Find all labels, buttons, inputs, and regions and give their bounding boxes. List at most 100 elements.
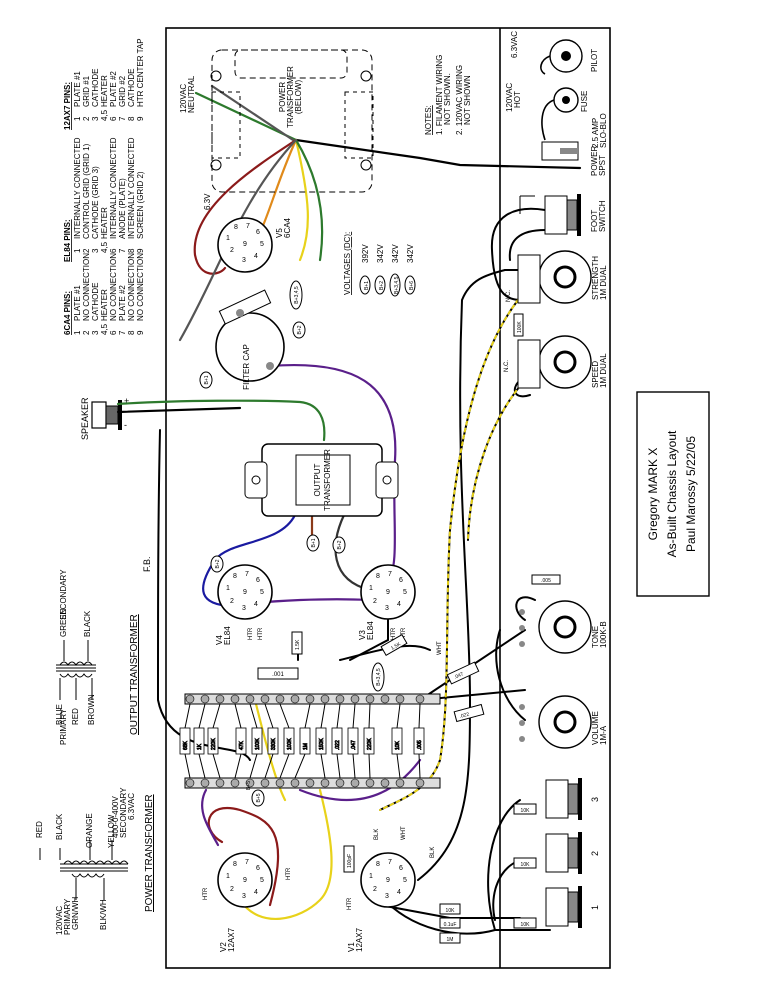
pin-name: HEATER [100, 289, 109, 321]
blk-label: BLK [374, 829, 380, 840]
v5-type: 6CA4 [283, 217, 292, 238]
chassis-outline [165, 27, 611, 969]
resistor-value: 220K [211, 738, 217, 750]
pin-label: 8 [376, 573, 380, 580]
pin-number: 7 [118, 248, 127, 253]
pin-name: HEATER [100, 207, 109, 239]
foot-switch-label-2: SWITCH [598, 200, 607, 232]
voltage-node: B+3,4,5 [394, 276, 400, 294]
title-line-1: Gregory MARK X [646, 448, 660, 541]
pin-label: 3 [385, 893, 389, 900]
blk-label: BLK [430, 847, 436, 858]
node-b2-v4: B+2 [215, 559, 221, 568]
pin-number: 4,5 [100, 323, 109, 335]
ptx-box-label-1: POWER [278, 82, 287, 112]
power-transformer-title: POWER TRANSFORMER [144, 794, 155, 912]
v2-name: V2 [219, 942, 228, 952]
fuse-rating-2: SLO-BLO [599, 113, 608, 148]
voltage-value: 342V [376, 244, 385, 263]
note-2b: NOT SHOWN [463, 75, 472, 125]
v4-name: V4 [215, 635, 224, 645]
resistor-value: 10K [446, 908, 456, 914]
wire-v2-purple [201, 788, 220, 847]
fuse-holder: FUSE 2.5 AMP SLO-BLO 120VAC HOT [505, 83, 608, 148]
pin-number: 8 [127, 248, 136, 253]
voltage-value: 342V [391, 244, 400, 263]
input-components: 10K 0.1uF 1M 10K [439, 903, 537, 944]
otx-black-lead: BLACK [83, 610, 92, 637]
wire-speaker-green [116, 399, 326, 442]
pin-label: 2 [230, 598, 234, 605]
note-1a: 1. FILAMENT WIRING [435, 55, 444, 135]
resistor-value: 220K [367, 738, 373, 750]
pin-label: 9 [243, 241, 247, 248]
pin-name: PLATE #1 [73, 71, 82, 107]
pin-label: 4 [254, 601, 258, 608]
capacitor-value: .005 [417, 740, 423, 750]
pin-name: NO CONNECTION [136, 253, 145, 321]
resistor-value: 100K [287, 738, 293, 750]
pin-name: CATHODE [127, 68, 136, 107]
node-b2-top: B+2 [297, 325, 303, 334]
pin-number: 6 [109, 248, 118, 253]
title-line-2: As-Built Chassis Layout [665, 430, 679, 557]
pin-name: PLATE #1 [73, 285, 82, 321]
voltage-table: VOLTAGES (DC): B+1 392V B+2 342V B+3,4,5… [343, 232, 416, 297]
pin-label: 1 [226, 873, 230, 880]
pin-label: 7 [245, 859, 249, 866]
htr-label: HTR [391, 627, 397, 640]
pilot-label: PILOT [590, 49, 599, 72]
speaker-jack: SPEAKER + - [80, 396, 129, 440]
otx-green-lead: GREEN [59, 608, 68, 637]
capacitor-value: .005 [541, 578, 551, 584]
fuse-rating-1: 2.5 AMP [591, 118, 600, 148]
resistor-value: 10K [521, 922, 531, 928]
resistor-value: 1.5K [295, 639, 301, 650]
resistor-value: 100K [517, 321, 523, 333]
wire-otx-black [334, 513, 372, 592]
wire-speaker-black [116, 406, 242, 414]
v4-type: EL84 [223, 626, 232, 645]
node-b1-top: B+1 [204, 375, 210, 384]
node-b345: B+3,4,5 [294, 286, 300, 304]
output-transformer-symbol: OUTPUT TRANSFORMER GREEN BLACK BLUE RED … [55, 569, 140, 745]
pin-label: 6 [256, 577, 260, 584]
pinout-el84: EL84 PINS: [63, 219, 72, 262]
pin-number: 1 [73, 330, 82, 335]
hot-label-2: HOT [513, 91, 522, 108]
pin-label: 1 [369, 585, 373, 592]
speaker-label: SPEAKER [80, 397, 90, 440]
resistor-value: 1M [447, 937, 454, 943]
pin-name: GRID #2 [118, 75, 127, 107]
tone-label: TONE [591, 626, 600, 648]
v3-name: V3 [358, 630, 367, 640]
pin-name: INTERNALLY CONNECTED [109, 137, 118, 239]
speed-pot: SPEED 1M DUAL N.C. [504, 335, 608, 389]
pin-label: 9 [243, 589, 247, 596]
tube-v1-12ax7: 1 2 3 4 5 6 7 8 9 V1 12AX7 HTR BLK WHT B… [343, 826, 436, 952]
title-block: Gregory MARK X As-Built Chassis Layout P… [636, 391, 710, 597]
speaker-minus: - [124, 420, 127, 430]
capacitor-value: .001 [272, 672, 284, 678]
mains-label-1: 120VAC [179, 84, 188, 113]
pinout-el84-title: EL84 PINS: [63, 219, 72, 262]
otx-box-label-2: TRANSFORMER [323, 449, 332, 511]
pin-name: HTR CENTER TAP [136, 38, 145, 107]
pin-label: 2 [230, 247, 234, 254]
pin-name: ANODE (PLATE) [118, 178, 127, 239]
pin-label: 1 [226, 585, 230, 592]
volume-label: VOLUME [591, 711, 600, 745]
pin-label: 3 [242, 257, 246, 264]
ptx-primary-voltage: 120VAC [55, 906, 64, 935]
pin-label: 7 [246, 223, 250, 230]
otx-brown-lead: BROWN [87, 694, 96, 725]
turret-board: 68K 1K 220K 47K 100K 330K 100K 1M 150K .… [179, 631, 441, 790]
pin-name: PLATE #2 [118, 285, 127, 321]
htr-label: HTR [347, 897, 353, 910]
nc-label: N.C. [506, 290, 512, 302]
pin-label: 9 [386, 877, 390, 884]
input-number-2: 2 [590, 851, 600, 856]
